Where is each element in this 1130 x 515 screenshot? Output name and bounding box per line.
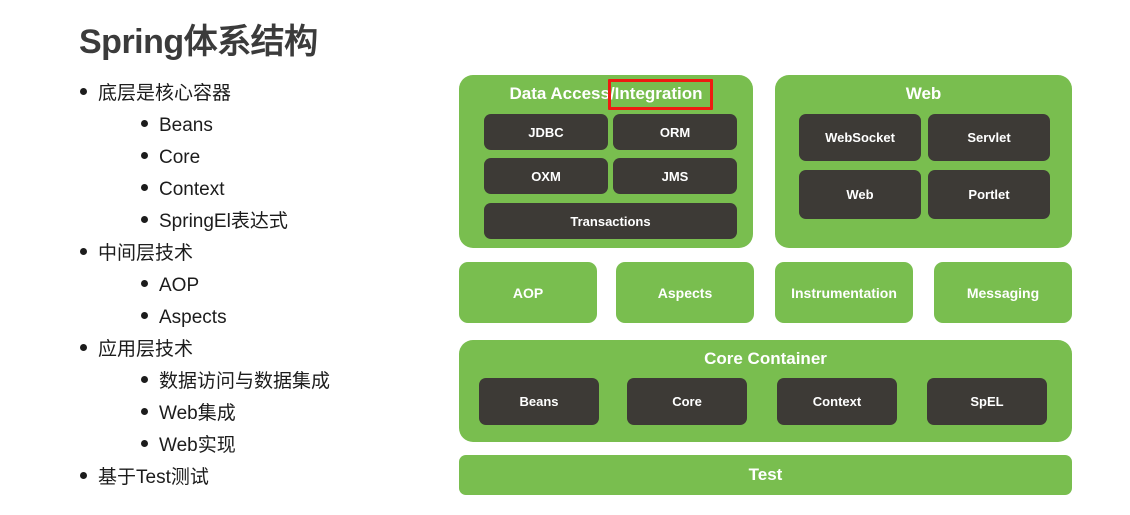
list-item-label: Context [159, 179, 225, 200]
box-messaging: Messaging [934, 262, 1072, 323]
list-item: AOP [0, 270, 440, 302]
bullet-dot-icon [141, 120, 148, 127]
list-item-label: Aspects [159, 307, 227, 328]
panel-title-core-container: Core Container [704, 349, 827, 368]
panel-core-container: Core Container Beans Core Context SpEL [459, 340, 1072, 442]
bullet-dot-icon [141, 152, 148, 159]
panel-title-data-access-integration: Data Access/Integration [509, 84, 703, 103]
bullet-dot-icon [80, 472, 87, 479]
list-item: Web实现 [0, 430, 440, 462]
box-servlet: Servlet [928, 114, 1050, 161]
list-item: Beans [0, 110, 440, 142]
bullet-dot-icon [141, 216, 148, 223]
bullet-dot-icon [80, 248, 87, 255]
list-item-label: 数据访问与数据集成 [159, 371, 331, 392]
box-spel: SpEL [927, 378, 1047, 425]
box-portlet: Portlet [928, 170, 1050, 219]
list-item: 基于Test测试 [0, 462, 440, 494]
list-item: 数据访问与数据集成 [0, 366, 440, 398]
list-item-label: Core [159, 147, 201, 168]
box-instrumentation: Instrumentation [775, 262, 913, 323]
panel-data-access-integration: Data Access/Integration JDBC ORM OXM JMS… [459, 75, 753, 248]
box-oxm: OXM [484, 158, 608, 194]
box-core: Core [627, 378, 747, 425]
box-orm: ORM [613, 114, 737, 150]
list-item-label: Beans [159, 115, 213, 136]
list-item-label: SpringEl表达式 [159, 211, 288, 232]
panel-title-web: Web [905, 84, 942, 103]
list-item: Context [0, 174, 440, 206]
list-item: Web集成 [0, 398, 440, 430]
page-title: Spring体系结构 [79, 23, 318, 61]
list-item-label: Web实现 [159, 435, 236, 456]
bullet-dot-icon [141, 184, 148, 191]
box-transactions: Transactions [484, 203, 737, 239]
bar-test: Test [459, 455, 1072, 495]
list-item-label: 底层是核心容器 [98, 83, 232, 104]
box-websocket: WebSocket [799, 114, 921, 161]
list-item: Core [0, 142, 440, 174]
box-jms: JMS [613, 158, 737, 194]
bullet-dot-icon [80, 88, 87, 95]
spring-architecture-diagram: Data Access/Integration JDBC ORM OXM JMS… [459, 75, 1072, 495]
list-item: Aspects [0, 302, 440, 334]
list-item: 中间层技术 [0, 238, 440, 270]
bullet-dot-icon [141, 280, 148, 287]
outline-list: 底层是核心容器 Beans Core Context SpringEl表达式 中… [0, 78, 440, 494]
panel-web: Web WebSocket Servlet Web Portlet [775, 75, 1072, 248]
list-item: SpringEl表达式 [0, 206, 440, 238]
box-aspects: Aspects [616, 262, 754, 323]
list-item-label: 应用层技术 [98, 339, 194, 360]
bullet-dot-icon [141, 376, 148, 383]
slide-left-column: Spring体系结构 底层是核心容器 Beans Core Context Sp… [0, 0, 440, 515]
box-web: Web [799, 170, 921, 219]
box-jdbc: JDBC [484, 114, 608, 150]
bullet-dot-icon [141, 408, 148, 415]
list-item-label: 中间层技术 [98, 243, 194, 264]
box-beans: Beans [479, 378, 599, 425]
box-context: Context [777, 378, 897, 425]
box-aop: AOP [459, 262, 597, 323]
list-item-label: AOP [159, 275, 200, 296]
bullet-dot-icon [80, 344, 87, 351]
bullet-dot-icon [141, 312, 148, 319]
list-item: 底层是核心容器 [0, 78, 440, 110]
list-item-label: Web集成 [159, 403, 236, 424]
list-item-label: 基于Test测试 [98, 467, 209, 488]
list-item: 应用层技术 [0, 334, 440, 366]
bullet-dot-icon [141, 440, 148, 447]
